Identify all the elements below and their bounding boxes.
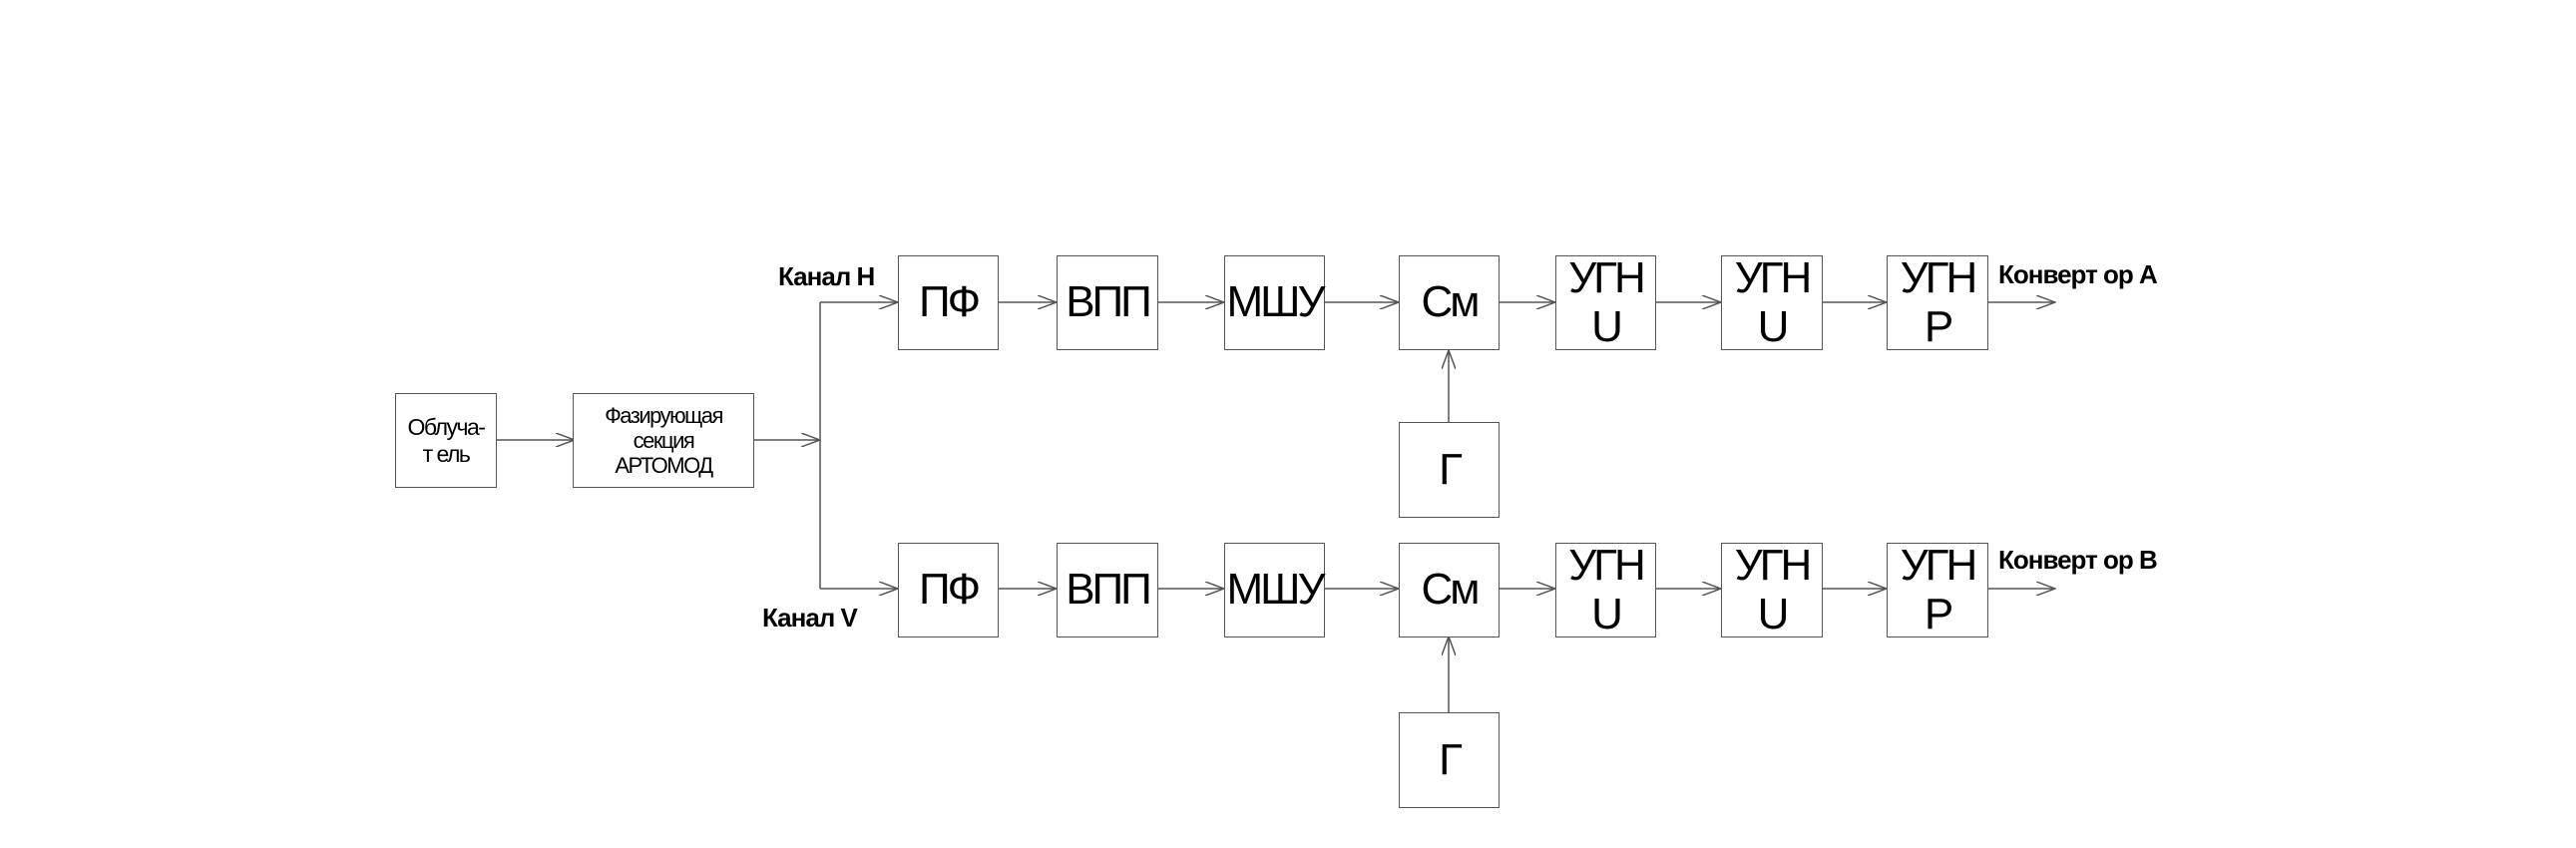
v-vpp-label: ВПП — [1066, 565, 1152, 615]
v-pf-label: ПФ — [918, 565, 981, 615]
v-ugn2-label: УГН U — [1734, 541, 1813, 638]
v-generator-label: Г — [1439, 734, 1463, 784]
h-ugn3-label: УГН P — [1900, 253, 1978, 351]
v-mshu-block: МШУ — [1224, 543, 1325, 637]
v-mixer-label: См — [1421, 565, 1480, 615]
channel-v-label: Канал V — [762, 603, 858, 633]
v-pf-block: ПФ — [898, 543, 999, 637]
h-ugn2-block: УГН U — [1721, 253, 1823, 351]
v-mixer-block: См — [1399, 543, 1500, 637]
v-ugn1-label: УГН U — [1568, 541, 1646, 638]
v-vpp-block: ВПП — [1057, 543, 1158, 637]
v-ugn3-label: УГН P — [1900, 541, 1978, 638]
h-mshu-label: МШУ — [1226, 277, 1326, 327]
h-mixer-label: См — [1421, 277, 1480, 327]
h-generator-block: Г — [1399, 422, 1500, 518]
converter-a-label: Конверт ор A — [1998, 259, 2158, 289]
h-ugn1-label: УГН U — [1568, 253, 1646, 351]
h-vpp-block: ВПП — [1057, 255, 1158, 350]
v-generator-block: Г — [1399, 712, 1500, 808]
v-ugn3-block: УГН P — [1887, 541, 1988, 638]
h-generator-label: Г — [1439, 444, 1463, 494]
h-pf-label: ПФ — [918, 277, 981, 327]
h-ugn3-block: УГН P — [1887, 253, 1988, 351]
phasing-section-block: Фазирующая секция АРТОМОД — [573, 393, 754, 488]
h-mixer-block: См — [1399, 255, 1500, 350]
v-mshu-label: МШУ — [1226, 565, 1326, 615]
h-mshu-block: МШУ — [1224, 255, 1325, 350]
channel-h-label: Канал H — [778, 261, 875, 291]
h-ugn1-block: УГН U — [1555, 253, 1656, 351]
irradiator-block: Облуча- т ель — [395, 393, 497, 488]
h-vpp-label: ВПП — [1066, 277, 1152, 327]
h-pf-block: ПФ — [898, 255, 999, 350]
phasing-section-label: Фазирующая секция АРТОМОД — [605, 402, 723, 479]
converter-b-label: Конверт ор B — [1998, 545, 2158, 575]
irradiator-label: Облуча- т ель — [407, 414, 486, 467]
v-ugn1-block: УГН U — [1555, 541, 1656, 638]
v-ugn2-block: УГН U — [1721, 541, 1823, 638]
h-ugn2-label: УГН U — [1734, 253, 1813, 351]
